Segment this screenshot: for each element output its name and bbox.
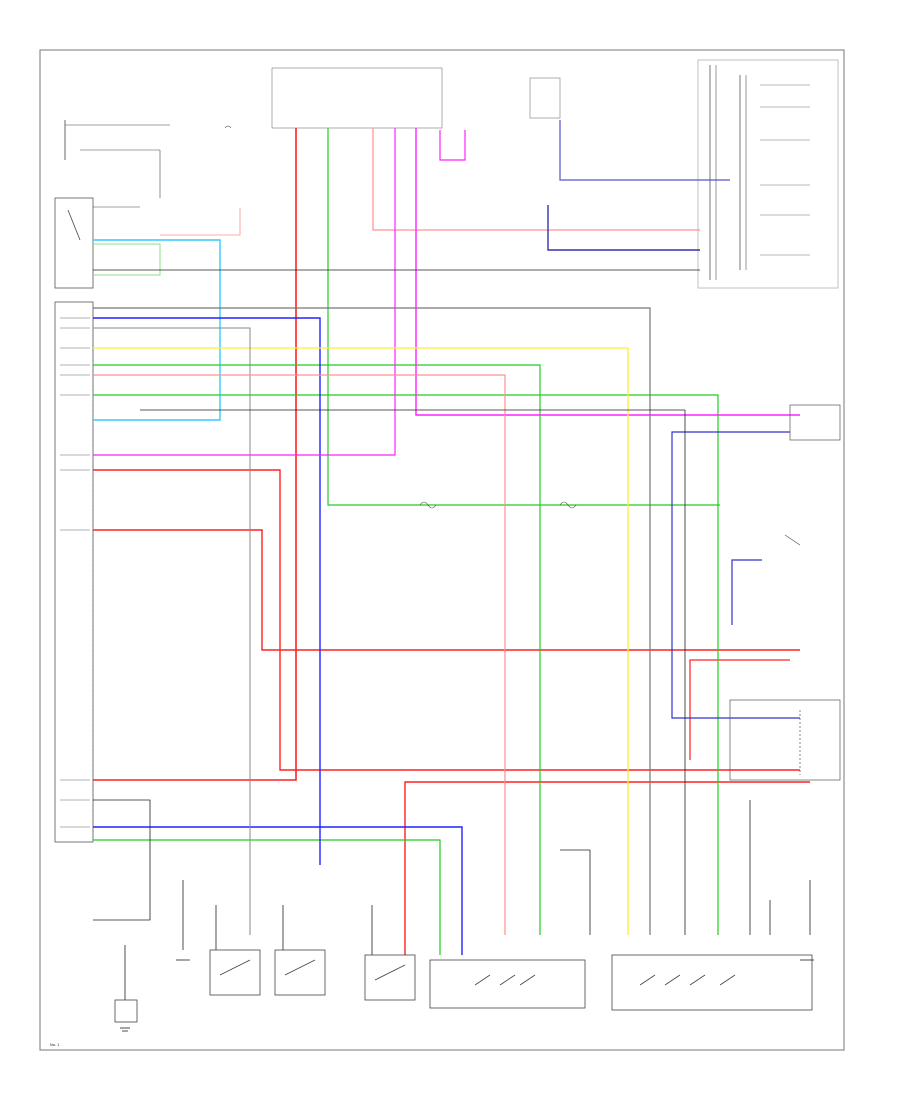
wire-magenta-3 [439, 130, 466, 161]
page-number: No. 1 [50, 1043, 59, 1047]
wire-green-bottom [93, 839, 441, 955]
right-components [729, 404, 841, 781]
diagram-frame [39, 49, 845, 1051]
bottom-components [114, 949, 813, 1023]
fuse-block-top [271, 67, 561, 129]
wire-blue-1 [93, 317, 321, 865]
wire-green-2 [93, 364, 541, 935]
wire-yellow [93, 347, 629, 935]
wire-lightpink-2 [160, 208, 241, 236]
ground-symbols [120, 959, 814, 1032]
wire-darkblue-top [547, 205, 700, 251]
wire-red-bus-2 [93, 529, 800, 651]
wire-red-bus [93, 469, 800, 771]
component-block-left [54, 301, 94, 843]
wire-blue-bottom [93, 826, 463, 955]
wire-pink-top [372, 128, 700, 231]
wire-lightpink [93, 374, 506, 935]
wire-blue-right-top [731, 559, 762, 625]
wire-red-right [689, 659, 790, 760]
wire-green-main [327, 128, 720, 506]
switch-block-left-top [54, 120, 170, 289]
wire-gray-2 [93, 327, 251, 935]
wire-magenta-2 [93, 128, 396, 456]
wire-blue-right [671, 431, 800, 719]
wire-darkblue-top-2 [559, 120, 730, 181]
wire-cyan [93, 239, 221, 421]
fuse-symbols [224, 125, 577, 509]
connector-block-top-right [697, 59, 839, 289]
wire-gray-1 [93, 307, 651, 935]
wire-red-lower [404, 781, 810, 955]
wire-red-main [93, 128, 297, 781]
pin-ticks [60, 317, 90, 828]
wire-lightgreen-top [93, 243, 161, 276]
wire-magenta-1 [415, 128, 800, 416]
wire-green-bus [93, 394, 719, 935]
